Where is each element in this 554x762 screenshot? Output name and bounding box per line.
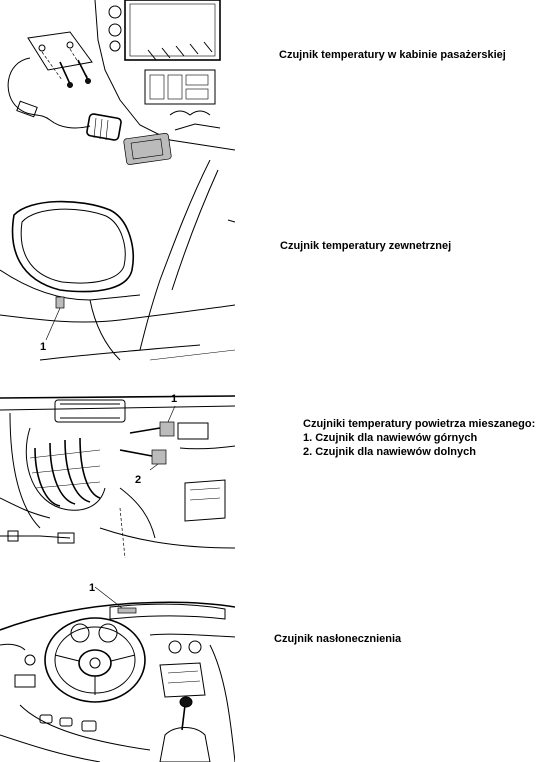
figure-sun-sensor: 1: [0, 575, 235, 762]
figure-external-sensor: 1: [0, 160, 235, 390]
callout-2: 2: [135, 474, 141, 486]
figure-cabin-sensor: [0, 0, 235, 168]
callout-1: 1: [40, 341, 46, 353]
callout-1: 1: [89, 582, 95, 594]
caption-cabin-sensor: Czujnik temperatury w kabinie pasażerski…: [279, 49, 506, 61]
figure-mixed-air-sensors: 1 2: [0, 388, 235, 568]
caption-mixed-air-sensors: Czujniki temperatury powietrza mieszaneg…: [303, 418, 536, 430]
callout-1: 1: [171, 393, 177, 405]
caption-external-sensor: Czujnik temperatury zewnetrznej: [280, 240, 452, 252]
caption-sun-sensor: Czujnik nasłonecznienia: [274, 633, 402, 645]
list-item-upper-vents: 1. Czujnik dla nawiewów górnych: [303, 432, 478, 444]
list-item-lower-vents: 2. Czujnik dla nawiewów dolnych: [303, 446, 476, 458]
